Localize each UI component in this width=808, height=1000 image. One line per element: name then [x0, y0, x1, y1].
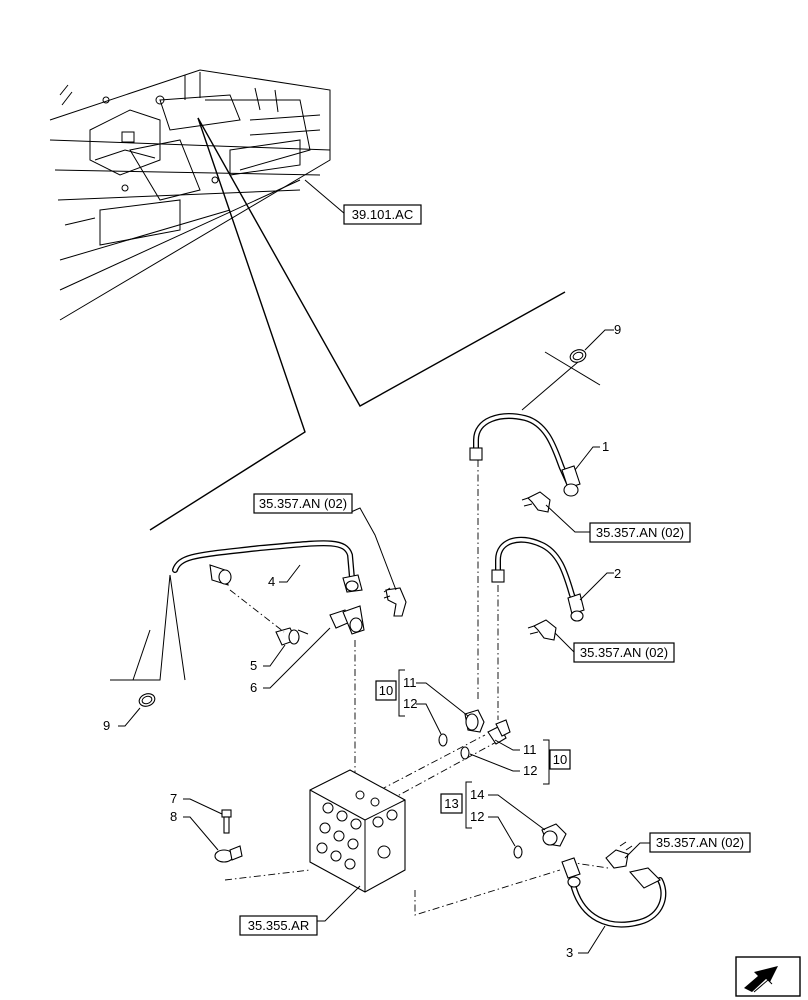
kit-10-left-text: 10 — [379, 683, 393, 698]
callout-4: 4 — [268, 574, 275, 589]
direction-arrow-icon — [735, 956, 801, 997]
callout-12-right: 12 — [523, 763, 537, 778]
elbow-fitting-hose3 — [605, 841, 633, 869]
assembly-centerlines — [224, 460, 609, 916]
fitting-6 — [329, 605, 365, 635]
bolt-7 — [221, 809, 232, 834]
ref-hose4-text: 35.357.AN (02) — [259, 496, 347, 511]
ref-box-block[interactable]: 35.355.AR — [239, 915, 318, 936]
leader-frame-ref — [304, 179, 346, 215]
fitting-11-left — [464, 709, 485, 733]
elbow-fitting-hose1 — [521, 491, 551, 513]
kit-box-10-left[interactable]: 10 — [375, 680, 397, 701]
ref-box-hose4[interactable]: 35.357.AN (02) — [253, 493, 353, 514]
clamp-9-top — [569, 349, 587, 363]
ref-hose3-text: 35.357.AN (02) — [656, 835, 744, 850]
callout-1: 1 — [602, 439, 609, 454]
ref-hose1-text: 35.357.AN (02) — [596, 525, 684, 540]
callout-8: 8 — [170, 809, 177, 824]
valve-block — [309, 769, 406, 893]
callout-11-right: 11 — [523, 742, 537, 757]
break-marker-left — [110, 574, 186, 681]
callout-3: 3 — [566, 945, 573, 960]
o-ring-12-left — [438, 733, 448, 747]
hose-3 — [561, 857, 667, 928]
callout-numbers: 9 1 2 4 5 6 9 11 12 11 12 14 12 7 8 3 — [103, 322, 621, 960]
callout-9-left: 9 — [103, 718, 110, 733]
ref-box-hose3[interactable]: 35.357.AN (02) — [649, 832, 751, 853]
o-ring-12-right — [460, 746, 470, 760]
ref-hose2-text: 35.357.AN (02) — [580, 645, 668, 660]
callout-14: 14 — [470, 787, 484, 802]
callout-2: 2 — [614, 566, 621, 581]
clamp-9-left — [138, 693, 156, 707]
leader-lines — [118, 329, 650, 954]
detail-cone-lines — [149, 117, 566, 531]
kit-box-10-right[interactable]: 10 — [549, 749, 571, 770]
group-brackets — [398, 669, 550, 829]
elbow-fitting-hose4 — [383, 587, 407, 617]
fitting-14 — [541, 823, 567, 847]
kit-13-text: 13 — [444, 796, 458, 811]
callout-11-left: 11 — [403, 675, 417, 690]
callout-9-top: 9 — [614, 322, 621, 337]
kit-10-right-text: 10 — [553, 752, 567, 767]
callout-5: 5 — [250, 658, 257, 673]
ref-block-text: 35.355.AR — [248, 918, 309, 933]
hose-4 — [172, 540, 363, 593]
hose-1 — [469, 413, 581, 497]
kit-box-13[interactable]: 13 — [440, 793, 463, 814]
elbow-fitting-hose2 — [527, 619, 557, 641]
fitting-11-right — [487, 719, 511, 745]
o-ring-12-bottom — [513, 845, 523, 859]
machine-frame-sketch — [49, 69, 331, 321]
ref-box-hose2[interactable]: 35.357.AN (02) — [573, 642, 675, 663]
callout-7: 7 — [170, 791, 177, 806]
callout-12-left: 12 — [403, 696, 417, 711]
hose-2 — [491, 536, 585, 622]
fitting-5 — [275, 627, 309, 646]
ref-box-frame[interactable]: 39.101.AC — [343, 204, 422, 225]
break-marker-top — [521, 351, 601, 411]
ref-box-hose1[interactable]: 35.357.AN (02) — [589, 522, 691, 543]
bracket-8 — [214, 845, 243, 863]
callout-12-bottom: 12 — [470, 809, 484, 824]
ref-frame-text: 39.101.AC — [352, 207, 413, 222]
callout-6: 6 — [250, 680, 257, 695]
